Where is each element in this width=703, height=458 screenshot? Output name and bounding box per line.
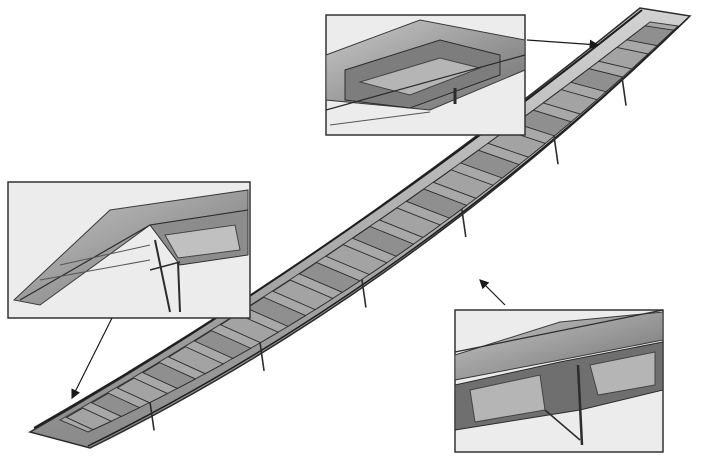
pier-supports [149, 77, 627, 431]
deck-panel [245, 296, 307, 327]
deck-panel [167, 346, 225, 375]
deck-panel [325, 244, 388, 276]
arrow-left-inset [71, 317, 113, 400]
inset-left-detail [7, 181, 251, 319]
pier-leg [553, 136, 559, 165]
pier-leg [361, 279, 367, 308]
deck-panel [514, 109, 573, 137]
deck-panel [141, 362, 197, 389]
pier-leg [621, 77, 627, 106]
deck-panel [597, 46, 650, 70]
deck-panel [116, 377, 169, 404]
deck-panel [298, 262, 361, 293]
deck-panel [272, 279, 334, 311]
deck-panel [351, 225, 415, 257]
deck-rail-line [33, 9, 643, 429]
pier-leg [259, 342, 265, 372]
deck-panel [193, 330, 252, 359]
deck-panel [569, 68, 624, 93]
deck-bottom-line [87, 17, 689, 447]
arrow-bottom-inset [479, 279, 506, 306]
deck-panel [432, 169, 494, 199]
pier-leg [149, 402, 155, 431]
deck-panel [625, 25, 675, 47]
deck-panel [405, 188, 468, 219]
deck-panel [542, 89, 598, 115]
inset-top-detail [325, 14, 526, 136]
inset-bottom-detail [454, 309, 664, 453]
arrow-top-inset [526, 39, 600, 50]
deck-panels [65, 25, 675, 431]
pier-leg [461, 208, 467, 238]
deck-panel [90, 392, 141, 417]
deck-panel [378, 207, 442, 238]
deck-panel [65, 407, 113, 431]
deck-panel [459, 149, 521, 179]
